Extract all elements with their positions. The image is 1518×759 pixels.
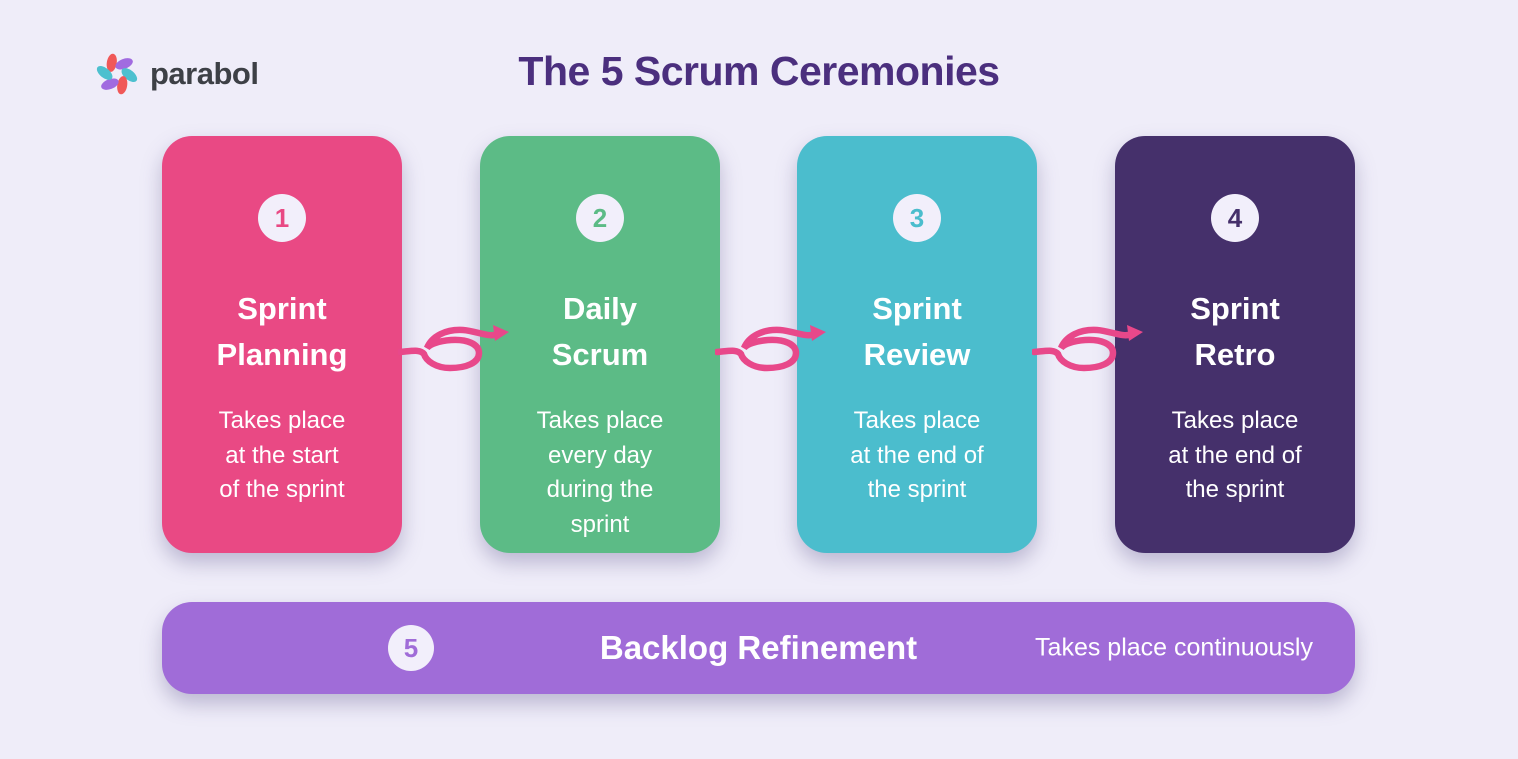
step-number: 1 bbox=[274, 202, 290, 233]
parabol-logo: parabol bbox=[95, 52, 259, 96]
ceremony-card-sprint-review: 3 Sprint Review Takes place at the end o… bbox=[797, 136, 1037, 553]
ceremony-description: Takes place at the start of the sprint bbox=[218, 407, 346, 503]
step-number-badge: 4 bbox=[1211, 194, 1259, 242]
ceremony-description: Takes place at the end of the sprint bbox=[1168, 407, 1302, 503]
ceremony-title: Sprint Review bbox=[863, 291, 971, 372]
ceremony-card-sprint-planning: 1 Sprint Planning Takes place at the sta… bbox=[162, 136, 402, 553]
backlog-refinement-banner: 5 Backlog Refinement Takes place continu… bbox=[162, 602, 1355, 694]
ceremony-title: Sprint Retro bbox=[1190, 291, 1280, 372]
step-number: 5 bbox=[403, 632, 419, 663]
step-number: 3 bbox=[909, 202, 925, 233]
loop-arrow-icon-3 bbox=[1032, 325, 1143, 372]
banner-description: Takes place continuously bbox=[1035, 633, 1313, 662]
step-number: 4 bbox=[1227, 202, 1243, 233]
ceremony-title: Daily Scrum bbox=[551, 291, 649, 372]
step-number-badge: 1 bbox=[258, 194, 306, 242]
loop-arrow-icon-1 bbox=[398, 325, 509, 372]
parabol-logo-text: parabol bbox=[150, 56, 259, 91]
banner-title: Backlog Refinement bbox=[599, 629, 918, 666]
ceremony-card-daily-scrum: 2 Daily Scrum Takes place every day duri… bbox=[480, 136, 720, 553]
step-number-badge: 2 bbox=[576, 194, 624, 242]
step-number-badge: 3 bbox=[893, 194, 941, 242]
loop-arrow-icon-2 bbox=[715, 325, 826, 372]
parabol-logo-icon bbox=[96, 53, 138, 95]
ceremony-description: Takes place every day during the sprint bbox=[536, 407, 664, 538]
page-title: The 5 Scrum Ceremonies bbox=[518, 48, 1000, 94]
ceremony-card-sprint-retro: 4 Sprint Retro Takes place at the end of… bbox=[1115, 136, 1355, 553]
step-number-badge: 5 bbox=[388, 625, 434, 671]
step-number: 2 bbox=[592, 202, 608, 233]
ceremony-description: Takes place at the end of the sprint bbox=[850, 407, 984, 503]
ceremonies-row: 1 Sprint Planning Takes place at the sta… bbox=[162, 136, 1355, 553]
ceremony-title: Sprint Planning bbox=[216, 291, 348, 372]
